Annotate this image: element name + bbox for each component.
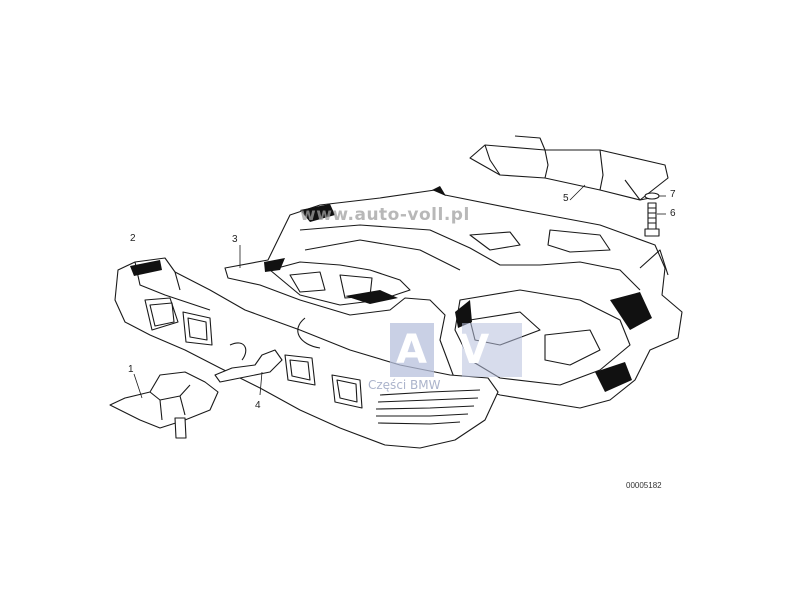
watermark-url: www.auto-voll.pl [300, 205, 470, 225]
watermark-logo-text: AV [396, 327, 524, 373]
shadow-fills [130, 186, 652, 392]
leader-lines [133, 184, 666, 399]
watermark-subtitle: Części BMW [368, 378, 441, 392]
part-rear-crossmember [469, 135, 669, 201]
part-bracket-tube [214, 317, 321, 383]
part-front-panel [114, 257, 499, 449]
callout-6: 6 [670, 208, 676, 219]
callout-5: 5 [563, 193, 569, 204]
callout-4: 4 [255, 400, 261, 411]
callout-1: 1 [128, 364, 134, 375]
drawing-id: 00005182 [626, 481, 662, 490]
part-floor-pan [224, 189, 683, 409]
part-bolt-washer [644, 192, 660, 237]
watermark-logo-box [390, 323, 522, 377]
callout-7: 7 [670, 189, 676, 200]
callout-2: 2 [130, 233, 136, 244]
callout-3: 3 [232, 234, 238, 245]
part-mount-bracket [109, 371, 219, 439]
